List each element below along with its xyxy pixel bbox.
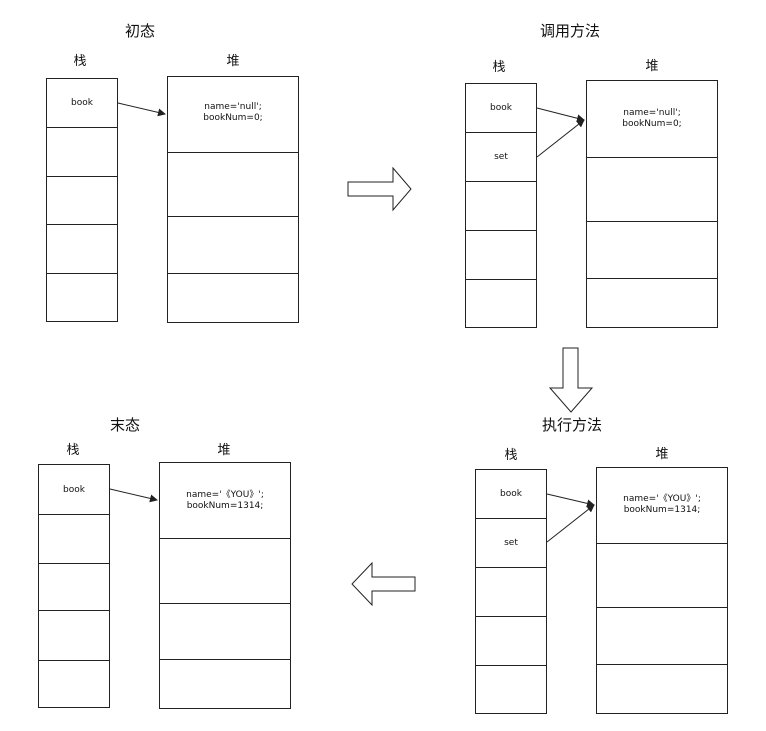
panel-final-stack-label: 栈 [66, 443, 80, 458]
heap-object: name='《YOU》'; bookNum=1314; [160, 463, 290, 539]
panel-call-heap: name='null'; bookNum=0; [586, 80, 718, 328]
heap-field-name: name='《YOU》'; [186, 490, 264, 500]
ref-arrow-exec-book [546, 493, 595, 508]
stack-cell [466, 231, 536, 280]
panel-initial-stack-label: 栈 [73, 54, 87, 69]
panel-final-title: 末态 [109, 416, 140, 434]
panel-exec-heap: name='《YOU》'; bookNum=1314; [596, 467, 728, 714]
heap-field-name: name='null'; [204, 102, 262, 112]
panel-call-stack-label: 栈 [492, 60, 506, 75]
stack-cell [47, 128, 117, 177]
heap-cell [587, 158, 717, 222]
heap-object: name='null'; bookNum=0; [168, 77, 298, 153]
panel-exec-stack: book set [475, 469, 547, 714]
stack-cell: set [466, 133, 536, 182]
ref-arrow-final-book [109, 488, 158, 503]
heap-cell [597, 608, 727, 665]
stack-cell: book [466, 84, 536, 133]
heap-cell [597, 544, 727, 608]
ref-arrow-call-book [536, 107, 585, 123]
heap-cell [160, 604, 290, 660]
panel-call-heap-label: 堆 [645, 59, 659, 74]
heap-cell [168, 153, 298, 217]
heap-cell [587, 222, 717, 279]
ref-arrow-exec-set [546, 504, 595, 543]
heap-object: name='《YOU》'; bookNum=1314; [597, 468, 727, 544]
stack-cell: book [476, 470, 546, 519]
panel-exec-heap-label: 堆 [655, 447, 669, 462]
ref-arrow-call-set [536, 119, 585, 158]
stack-cell [39, 611, 109, 661]
stack-cell [47, 225, 117, 274]
transition-arrow-down [548, 347, 594, 413]
panel-initial-title: 初态 [124, 22, 155, 40]
panel-initial-heap-label: 堆 [226, 54, 240, 69]
stack-cell: set [476, 519, 546, 568]
stack-cell [39, 564, 109, 611]
panel-exec-stack-label: 栈 [504, 448, 518, 463]
stack-cell: book [47, 79, 117, 128]
panel-call-stack: book set [465, 83, 537, 328]
stack-cell [47, 177, 117, 225]
stack-cell: book [39, 465, 109, 515]
heap-object: name='null'; bookNum=0; [587, 81, 717, 158]
stack-cell [476, 617, 546, 666]
stack-cell [466, 182, 536, 231]
panel-exec-title: 执行方法 [541, 416, 602, 434]
transition-arrow-right [347, 166, 412, 212]
panel-final-stack: book [38, 464, 110, 708]
heap-field-booknum: bookNum=0; [622, 119, 682, 129]
heap-cell [160, 539, 290, 604]
stack-cell [39, 515, 109, 564]
panel-initial-heap: name='null'; bookNum=0; [167, 76, 299, 323]
heap-field-name: name='null'; [623, 108, 681, 118]
panel-final-heap-label: 堆 [217, 443, 231, 458]
ref-arrow-initial-book [117, 102, 166, 117]
heap-field-booknum: bookNum=1314; [623, 505, 701, 515]
heap-field-booknum: bookNum=1314; [186, 501, 264, 511]
panel-initial-stack: book [46, 78, 118, 322]
heap-field-name: name='《YOU》'; [623, 494, 701, 504]
panel-final-heap: name='《YOU》'; bookNum=1314; [159, 462, 291, 709]
heap-cell [168, 217, 298, 274]
stack-cell [476, 568, 546, 617]
transition-arrow-left [351, 561, 416, 607]
panel-call-title: 调用方法 [539, 22, 600, 40]
heap-field-booknum: bookNum=0; [203, 113, 263, 123]
